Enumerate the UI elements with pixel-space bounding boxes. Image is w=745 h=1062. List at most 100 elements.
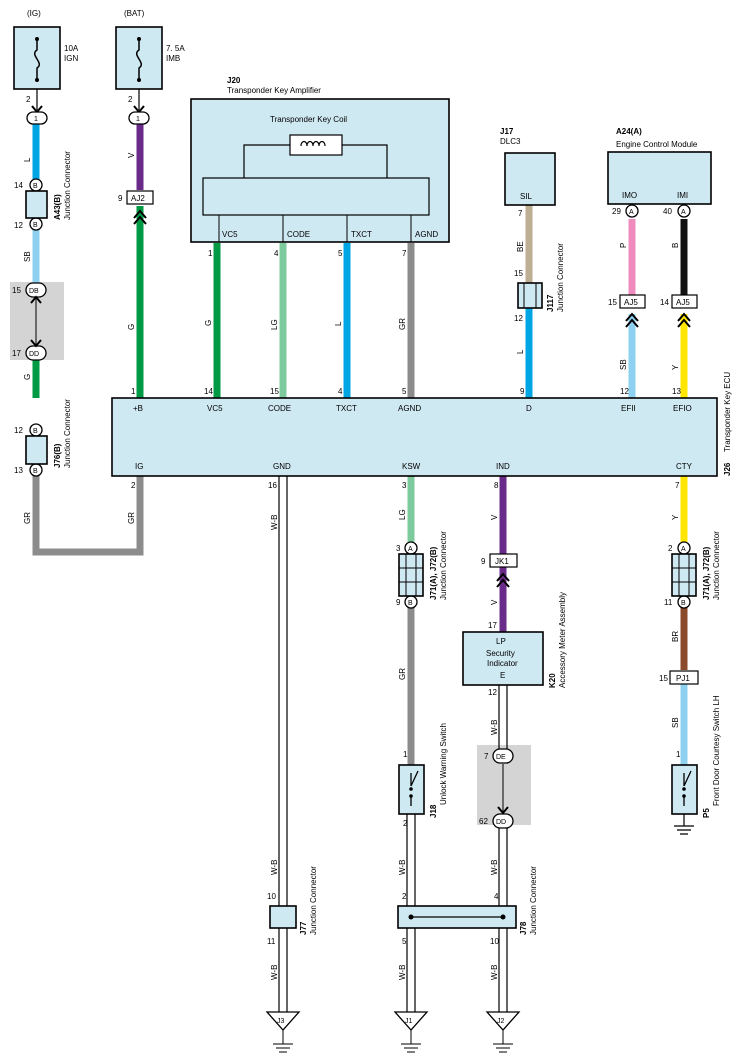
wire-ig1: L [23, 157, 32, 162]
wire-ig5: GR [127, 512, 136, 524]
k20-pin-17: 17 [488, 621, 497, 630]
j77-pin-10: 10 [267, 892, 276, 901]
ecu-term-vc5: VC5 [207, 404, 223, 413]
ecu-term-b: +B [133, 404, 143, 413]
j20-coil-label: Transponder Key Coil [270, 115, 347, 124]
transponder-key-amplifier-box [190, 98, 450, 243]
pj1-pin: 15 [659, 674, 668, 683]
transponder-coil-box [289, 134, 343, 156]
aj5b-pin: 14 [660, 298, 669, 307]
pj1-connector [669, 670, 699, 685]
wire-gnd2: W-B [270, 860, 279, 875]
j117-id: J117 [546, 294, 555, 312]
ecu-term-ig: IG [135, 462, 143, 471]
ecu-term-agnd: AGND [398, 404, 421, 413]
fuse-ign-supply: (IG) [27, 9, 41, 18]
db-pin: 15 [12, 286, 21, 295]
wire-ind4: W-B [490, 860, 499, 875]
j18-name: Unlock Warning Switch [439, 723, 448, 805]
dd-pin: 17 [12, 349, 21, 358]
j20-term-txct: TXCT [351, 230, 372, 239]
aj5a-label: AJ5 [624, 298, 638, 307]
k20-id: K20 [548, 673, 557, 688]
a24-conn-1: A [629, 209, 634, 216]
wire-cty3: SB [671, 717, 680, 728]
ecu-pin-4: 4 [338, 387, 343, 396]
j77-id: J77 [299, 921, 308, 935]
k20-line-indicator: Indicator [487, 659, 518, 668]
fuse-ign-rating: 10A [64, 44, 79, 53]
ground-icons [265, 1011, 521, 1053]
ecu-term-ind: IND [496, 462, 510, 471]
j71l-conn-b: B [408, 600, 413, 607]
ecu-term-cty: CTY [676, 462, 693, 471]
k20-line-lp: LP [496, 637, 506, 646]
fuse-ign-conn: 1 [34, 116, 38, 123]
j18-pin-1: 1 [403, 750, 408, 759]
j71r-pin-11: 11 [664, 598, 673, 607]
aj2-connector [126, 190, 154, 205]
ecu-term-efii: EFII [621, 404, 636, 413]
j18-id: J18 [429, 804, 438, 818]
dlc3-box [504, 152, 556, 206]
j77-junction-box [269, 905, 297, 929]
j20-term-code: CODE [287, 230, 310, 239]
a24-term-imo: IMO [622, 191, 637, 200]
a43-conn-bottom: B [33, 222, 38, 229]
p5-name: Front Door Courtesy Switch LH [712, 695, 721, 806]
j71l-pin-3: 3 [396, 544, 401, 553]
wire-ksw4: W-B [398, 965, 407, 980]
ecu-pin-8: 8 [494, 481, 499, 490]
wire-vc5: G [204, 320, 213, 326]
ground-label-j1: J1 [405, 1018, 413, 1025]
de-pin: 7 [484, 752, 489, 761]
wb-wires [278, 476, 508, 1012]
j71-junction-right-box [671, 553, 697, 597]
wire-sil1: BE [516, 241, 525, 252]
ecu-term-d: D [526, 404, 532, 413]
j18-pin-2: 2 [403, 819, 408, 828]
j78-pin-5: 5 [402, 937, 407, 946]
engine-control-module-box [607, 151, 712, 205]
ecu-pin-16: 16 [268, 481, 277, 490]
ecu-pin-14: 14 [204, 387, 213, 396]
ecu-pin-3: 3 [402, 481, 407, 490]
j117-junction-box [517, 282, 543, 309]
a43-conn-top: B [33, 183, 38, 190]
a43-id: A43(B) [53, 194, 62, 220]
fuse-imb-name: IMB [166, 54, 180, 63]
fuse-imb-connector [128, 111, 150, 125]
wire-gnd3: W-B [270, 965, 279, 980]
accessory-meter-box [462, 631, 544, 686]
wire-bat1: V [127, 152, 136, 158]
j71r-name: Junction Connector [712, 531, 721, 600]
jk1-connector [489, 553, 518, 568]
dd-label: DD [29, 351, 39, 358]
wire-sil2: L [516, 349, 525, 354]
transponder-key-ecu-box [111, 397, 718, 477]
ecu-pin-13: 13 [672, 387, 681, 396]
ecu-term-ksw: KSW [402, 462, 421, 471]
pj1-label: PJ1 [676, 674, 690, 683]
k20-line-e: E [500, 671, 505, 680]
wire-ind5: W-B [490, 965, 499, 980]
ecu-term-code: CODE [268, 404, 291, 413]
j17-term: SIL [520, 192, 533, 201]
a43-name: Junction Connector [63, 151, 72, 220]
j76-junction-box [25, 435, 48, 465]
j78-pin-10: 10 [490, 937, 499, 946]
j17-id: J17 [500, 127, 514, 136]
wire-ig2: SB [23, 251, 32, 262]
fuse-imb-supply: (BAT) [124, 9, 145, 18]
aj2-pin: 9 [118, 194, 123, 203]
j71r-id: J71(A), J72(B) [702, 546, 711, 600]
aj5b-label: AJ5 [676, 298, 690, 307]
ecu-pin-9: 9 [520, 387, 525, 396]
fuse-ign-connector [26, 111, 48, 125]
ecu-term-txct: TXCT [336, 404, 357, 413]
ecu-term-efio: EFIO [673, 404, 692, 413]
j76-id: J76(B) [53, 443, 62, 468]
wire-code: LG [270, 319, 279, 330]
fuse-imb-rating: 7. 5A [166, 44, 185, 53]
j78-id: J78 [519, 921, 528, 935]
